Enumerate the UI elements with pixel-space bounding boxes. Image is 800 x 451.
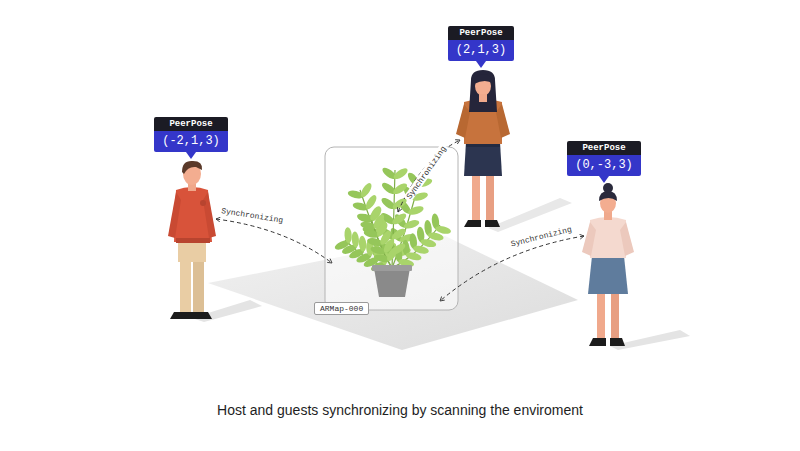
plant-pot-rim (372, 265, 412, 271)
map-frame (325, 147, 458, 310)
arrow-label: Synchronizing (218, 205, 285, 224)
callout-pointer (186, 152, 196, 159)
plant-pot (374, 268, 410, 297)
pose-callout: PeerPose(0,-3,3) (567, 141, 641, 176)
host-person (168, 161, 216, 319)
guest-person (582, 183, 634, 346)
callout-title: PeerPose (448, 26, 514, 40)
map-tag: ARMap-000 (314, 302, 369, 315)
sync-arrow (398, 140, 460, 212)
callout-pointer (599, 176, 609, 183)
pose-value: (2,1,3) (448, 40, 514, 61)
callout-title: PeerPose (154, 117, 228, 131)
pose-value: (-2,1,3) (154, 131, 228, 152)
pose-callout: PeerPose(-2,1,3) (154, 117, 228, 152)
map-name: ARMap-000 (320, 304, 363, 313)
callout-title: PeerPose (567, 141, 641, 155)
sync-arrow (216, 219, 332, 263)
pose-value: (0,-3,3) (567, 155, 641, 176)
ground-plane (208, 236, 578, 350)
pose-callout: PeerPose(2,1,3) (448, 26, 514, 61)
shadow (610, 330, 690, 350)
arrow-label: Synchronizing (508, 224, 575, 249)
guest-person (456, 70, 510, 227)
callout-pointer (476, 61, 486, 68)
plant (333, 166, 451, 273)
caption: Host and guests synchronizing by scannin… (0, 402, 800, 418)
